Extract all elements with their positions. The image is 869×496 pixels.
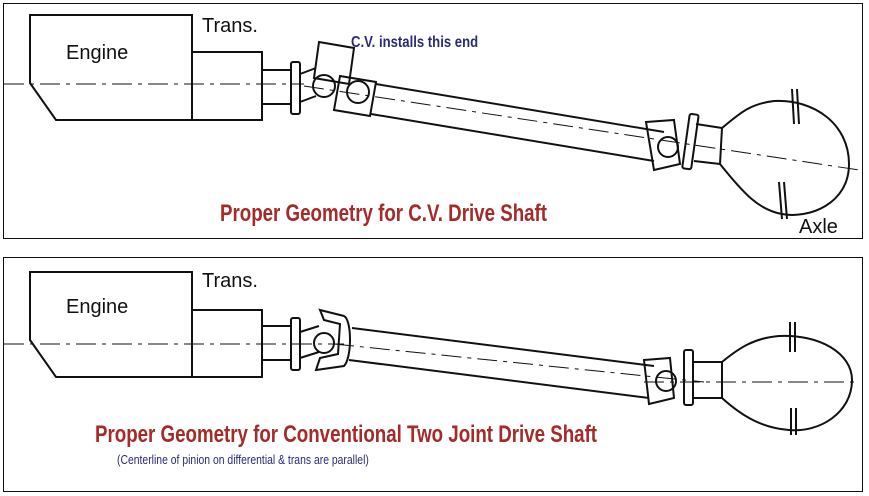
engine-label: Engine	[66, 296, 129, 318]
shaft-centerline	[303, 85, 860, 171]
panel-cv-drive-shaft: Engine Trans. Axle C.V. installs this en…	[3, 3, 863, 239]
axle-label: Axle	[799, 216, 838, 238]
panel-title-two-joint: Proper Geometry for Conventional Two Joi…	[95, 421, 598, 448]
trans-label: Trans.	[202, 270, 258, 292]
panel-two-joint-drive-shaft: Engine Trans. Proper Geometry for Conven…	[3, 257, 863, 492]
transmission-shape	[192, 51, 263, 121]
two-joint-driveline-drawing	[4, 271, 859, 435]
panel-subtitle-parallel-note: (Centerline of pinion on differential & …	[117, 452, 369, 467]
trans-label: Trans.	[202, 15, 258, 37]
engine-label: Engine	[66, 42, 129, 64]
cv-driveline-drawing	[4, 14, 860, 220]
engine-block-shape	[29, 271, 193, 378]
shaft-centerline	[333, 343, 705, 383]
cv-install-note: C.V. installs this end	[351, 34, 479, 51]
engine-block-shape	[29, 14, 193, 121]
panel-title-cv: Proper Geometry for C.V. Drive Shaft	[220, 200, 548, 227]
